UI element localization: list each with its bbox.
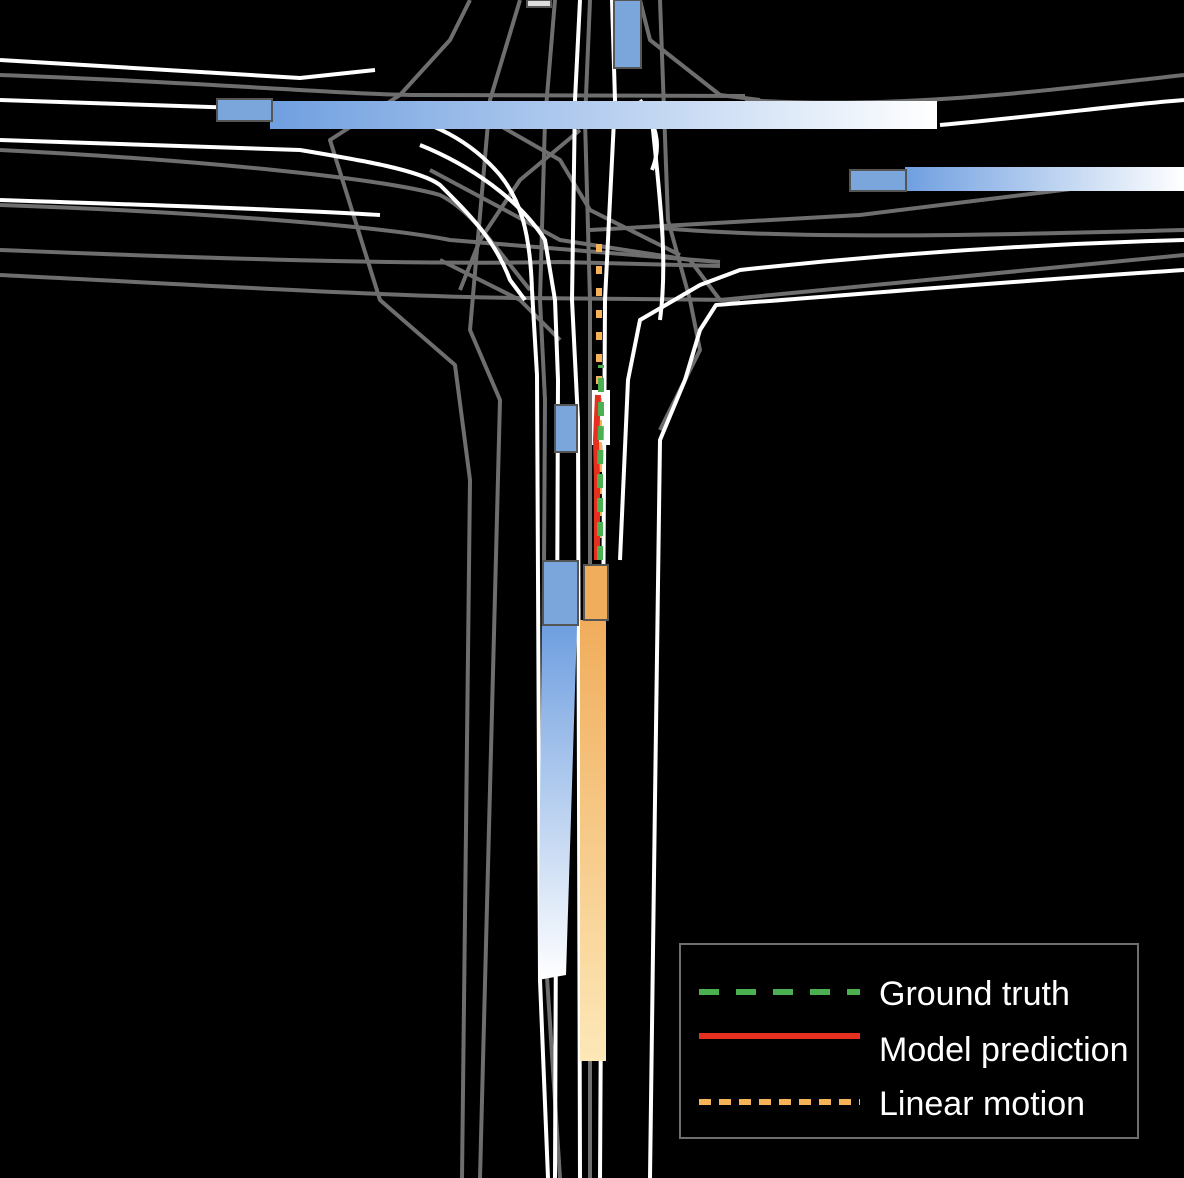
ground-truth-swatch <box>699 989 860 995</box>
agent-trail-lower <box>538 626 577 980</box>
legend-item-model-prediction: Model prediction <box>681 1028 1137 1068</box>
agent-box-top-small <box>526 0 552 8</box>
agent-box-lower <box>542 560 579 626</box>
agent-box-upper-left <box>216 98 273 122</box>
agent-trail-right <box>905 167 1184 191</box>
agents <box>216 0 907 626</box>
legend-item-ground-truth: Ground truth <box>681 972 1137 1012</box>
agent-trail-upper <box>270 101 937 129</box>
agent-box-right <box>849 169 907 192</box>
agent-box-top <box>613 0 642 69</box>
model-prediction-trajectory <box>592 394 601 560</box>
model-prediction-swatch <box>699 1033 860 1039</box>
agent-box-mid <box>554 404 578 453</box>
legend-item-linear-motion: Linear motion <box>681 1082 1137 1122</box>
legend-label: Ground truth <box>879 975 1070 1013</box>
legend-label: Model prediction <box>879 1031 1129 1069</box>
legend: Ground truth Model prediction Linear mot… <box>679 943 1139 1139</box>
ego-trail <box>580 620 606 1061</box>
ego-box <box>583 564 609 621</box>
linear-motion-swatch <box>699 1099 860 1105</box>
legend-label: Linear motion <box>879 1085 1086 1123</box>
